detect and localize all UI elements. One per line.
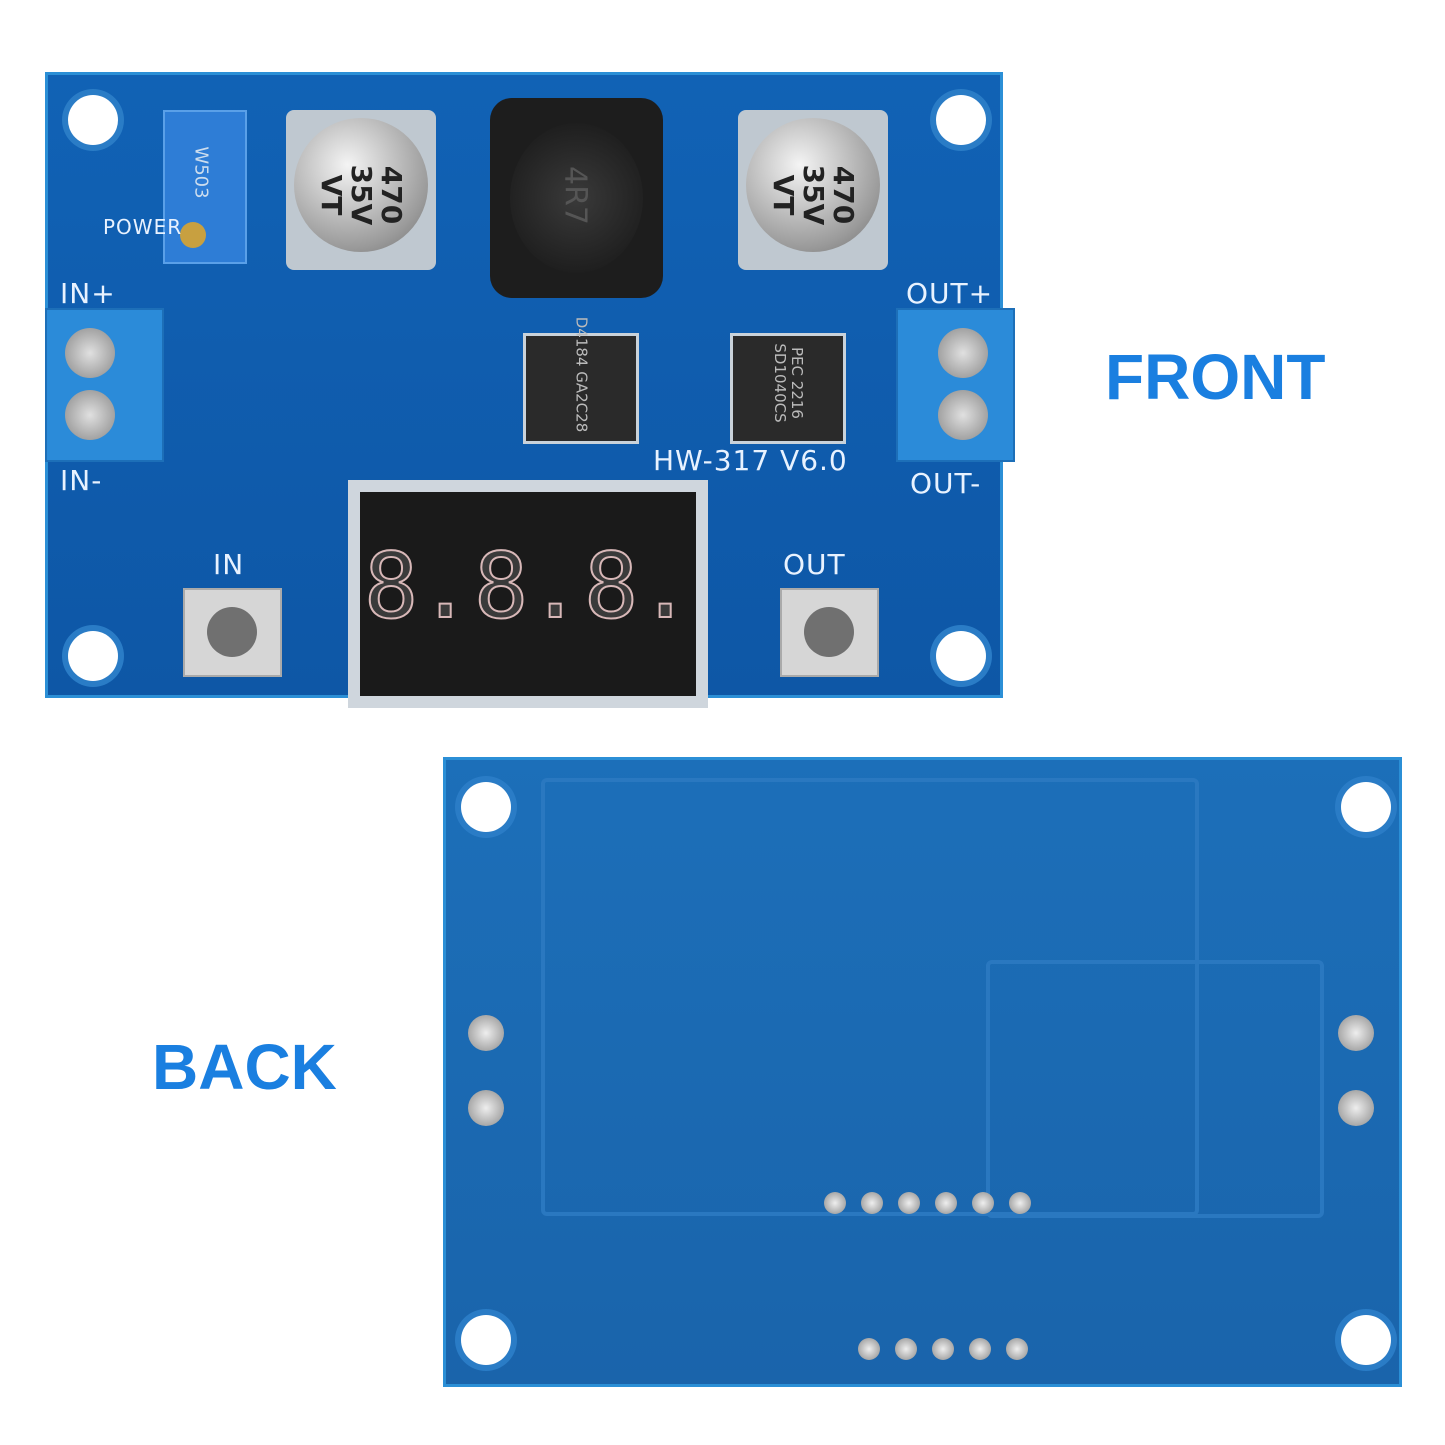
front-label: FRONT [1105, 341, 1326, 413]
out-silkscreen: OUT [783, 548, 846, 581]
back-pcb [443, 757, 1402, 1387]
power-silkscreen: POWER [103, 215, 183, 239]
model-silkscreen: HW-317 V6.0 [653, 444, 848, 477]
solder-pad [858, 1338, 880, 1360]
solder-pad [1338, 1015, 1374, 1051]
out-plus-silkscreen: OUT+ [906, 277, 994, 310]
solder-pad [969, 1338, 991, 1360]
input-terminal-block[interactable] [45, 308, 164, 462]
solder-pad [1006, 1338, 1028, 1360]
potentiometer[interactable]: W503 [163, 110, 247, 264]
screw-icon [938, 390, 988, 440]
mounting-hole [1341, 782, 1391, 832]
solder-pad [898, 1192, 920, 1214]
in-minus-silkscreen: IN- [60, 464, 103, 497]
out-minus-silkscreen: OUT- [910, 467, 982, 500]
solder-pad [932, 1338, 954, 1360]
front-pcb: W503 POWER 470 35V VT 470 35V VT 4R7 D41… [45, 72, 1015, 708]
diode-chip: PEC 2216 SD1040CS [730, 333, 846, 444]
in-plus-silkscreen: IN+ [60, 277, 116, 310]
potentiometer-label: W503 [190, 146, 212, 199]
display-digit: 8. [473, 534, 583, 639]
screw-icon [938, 328, 988, 378]
mounting-hole [936, 95, 986, 145]
solder-pad [895, 1338, 917, 1360]
out-button[interactable] [780, 588, 879, 677]
copper-trace [541, 778, 1199, 1216]
mosfet-chip: D4184 GA2C28 [523, 317, 639, 444]
mounting-hole [1341, 1315, 1391, 1365]
capacitor: 470 35V VT [286, 110, 436, 270]
solder-pad [935, 1192, 957, 1214]
in-button[interactable] [183, 588, 282, 677]
in-silkscreen: IN [213, 548, 245, 581]
mounting-hole [68, 95, 118, 145]
mounting-hole [461, 1315, 511, 1365]
solder-pad [972, 1192, 994, 1214]
copper-trace [986, 960, 1324, 1218]
mounting-hole [461, 782, 511, 832]
solder-pad [1009, 1192, 1031, 1214]
inductor: 4R7 [490, 98, 663, 298]
display-digit: 8. [363, 534, 473, 639]
solder-pad [468, 1090, 504, 1126]
mounting-hole [68, 631, 118, 681]
screw-icon [65, 328, 115, 378]
adjust-screw-icon [180, 222, 206, 248]
mounting-hole [936, 631, 986, 681]
screw-icon [65, 390, 115, 440]
solder-pad [1338, 1090, 1374, 1126]
seven-segment-display: 8. 8. 8. [348, 480, 708, 708]
solder-pad [468, 1015, 504, 1051]
display-digit: 8. [583, 534, 693, 639]
solder-pad [824, 1192, 846, 1214]
capacitor: 470 35V VT [738, 110, 888, 270]
solder-pad [861, 1192, 883, 1214]
output-terminal-block[interactable] [896, 308, 1015, 462]
back-label: BACK [152, 1031, 337, 1103]
